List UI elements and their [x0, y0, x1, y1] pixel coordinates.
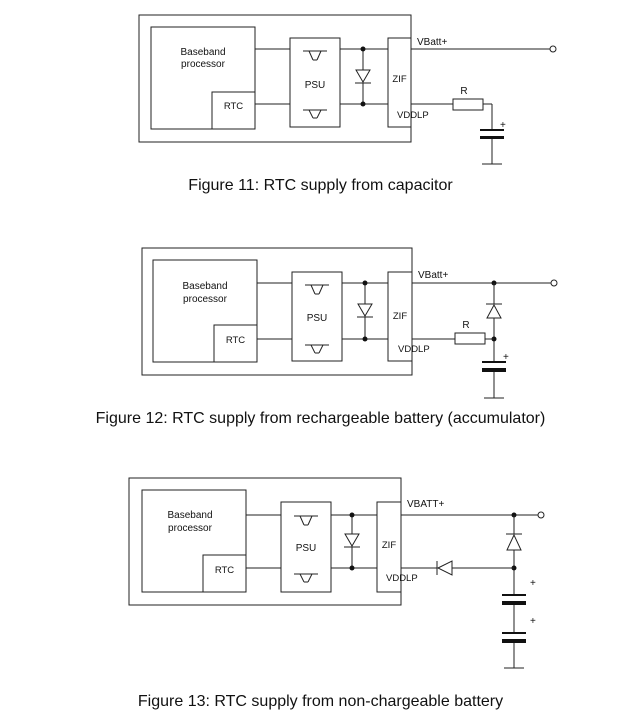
battery-cell-symbol: [502, 632, 526, 643]
diode-symbol: [506, 533, 522, 551]
vbatt-label: VBatt+: [417, 37, 447, 48]
zif-label: ZIF: [393, 311, 407, 322]
zif-label: ZIF: [382, 540, 396, 551]
battery-cell-symbol: [502, 594, 526, 605]
plus-label: +: [530, 616, 536, 627]
vddlp-label: VDDLP: [398, 344, 430, 355]
diode-symbol: [486, 303, 502, 319]
rtc-block: [211, 91, 256, 130]
terminal-circle: [537, 511, 545, 519]
vbatt-label: VBATT+: [407, 499, 444, 510]
junction-dot: [360, 46, 366, 52]
vbatt-label: VBatt+: [418, 270, 448, 281]
baseband-label: Baseband: [182, 281, 227, 292]
figure-12-caption: Figure 12: RTC supply from rechargeable …: [95, 410, 546, 427]
capacitor-symbol: [480, 129, 504, 139]
zif-connector: [376, 501, 402, 593]
circuit-diagram-capacitor: Baseband processor RTC PSU: [138, 14, 557, 165]
battery-cell-symbol: [482, 361, 506, 372]
diode-symbol: [355, 69, 371, 84]
figure-11-caption: Figure 11: RTC supply from capacitor: [188, 177, 453, 194]
zif-connector: [387, 37, 412, 128]
figure-12-diagram: Baseband processor RTC PSU: [0, 240, 641, 405]
baseband-processor-block: [141, 489, 247, 593]
figure-11-diagram: Baseband processor RTC PSU: [0, 0, 641, 175]
psu-label: PSU: [307, 313, 328, 324]
psu-label: PSU: [305, 80, 326, 91]
baseband-label: Baseband: [180, 47, 225, 58]
resistor-label: R: [462, 320, 469, 331]
plus-label: +: [530, 578, 536, 589]
transistor-symbol: [305, 344, 329, 354]
junction-dot: [349, 565, 355, 571]
rtc-block: [202, 554, 247, 593]
psu-block: [289, 37, 341, 128]
diode-symbol: [436, 560, 453, 576]
rtc-label: RTC: [215, 565, 234, 576]
psu-block: [291, 271, 343, 362]
vddlp-label: VDDLP: [386, 573, 418, 584]
transistor-symbol: [303, 109, 327, 119]
transistor-symbol: [294, 573, 318, 583]
rtc-label: RTC: [226, 335, 245, 346]
transistor-symbol: [303, 50, 327, 61]
circuit-diagram-non-chargeable-battery: Baseband processor RTC PSU: [128, 477, 545, 669]
psu-label: PSU: [296, 543, 317, 554]
transistor-symbol: [305, 284, 329, 295]
junction-dot: [362, 336, 368, 342]
junction-dot: [362, 280, 368, 286]
zif-connector: [387, 271, 413, 362]
plus-label: +: [503, 352, 509, 363]
processor-label: processor: [183, 294, 228, 305]
processor-label: processor: [168, 523, 213, 534]
figure-13-caption: Figure 13: RTC supply from non-chargeabl…: [137, 693, 504, 710]
psu-block: [280, 501, 332, 593]
resistor-symbol: [454, 332, 486, 345]
terminal-circle: [549, 45, 557, 53]
vddlp-label: VDDLP: [397, 110, 429, 121]
transistor-symbol: [294, 515, 318, 526]
junction-dot: [349, 512, 355, 518]
terminal-circle: [550, 279, 558, 287]
rtc-label: RTC: [224, 101, 243, 112]
processor-label: processor: [181, 59, 226, 70]
baseband-label: Baseband: [167, 510, 212, 521]
diode-symbol: [357, 303, 373, 318]
diode-symbol: [344, 533, 360, 548]
resistor-symbol: [452, 98, 484, 111]
figure-13-diagram: Baseband processor RTC PSU: [0, 470, 641, 675]
resistor-label: R: [460, 86, 467, 97]
junction-dot: [360, 101, 366, 107]
plus-label: +: [500, 120, 506, 131]
zif-label: ZIF: [392, 74, 406, 85]
circuit-diagram-rechargeable-battery: Baseband processor RTC PSU: [141, 247, 558, 399]
rtc-block: [213, 324, 258, 363]
